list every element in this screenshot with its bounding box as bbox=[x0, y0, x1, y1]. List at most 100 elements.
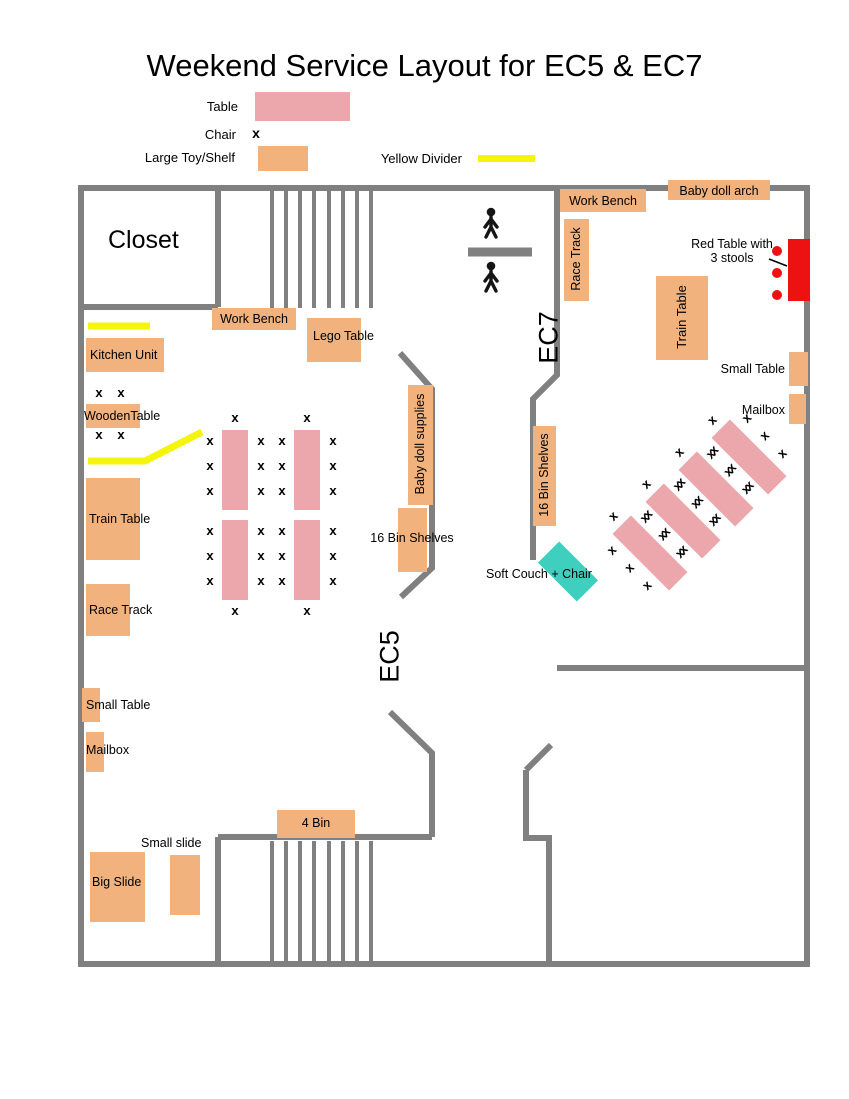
small-slide bbox=[170, 855, 200, 915]
chair-marker: x bbox=[278, 573, 286, 588]
chair-marker: x bbox=[206, 483, 214, 498]
train-table-ec7 bbox=[656, 276, 708, 360]
small-table-ec7-label: Small Table bbox=[720, 362, 785, 376]
kitchen-unit-label: Kitchen Unit bbox=[90, 348, 158, 362]
yellow-dividers bbox=[88, 322, 204, 465]
race-track-ec7-label: Race Track bbox=[569, 227, 583, 291]
chair-marker: x bbox=[278, 483, 286, 498]
baby-doll-arch bbox=[668, 180, 770, 200]
small-slide-label: Small slide bbox=[141, 836, 202, 850]
room-label-ec5: EC5 bbox=[374, 630, 405, 683]
room-label-ec7: EC7 bbox=[533, 311, 564, 364]
chair-marker: x bbox=[278, 548, 286, 563]
lego-table bbox=[307, 318, 361, 362]
baby-doll-supplies bbox=[408, 385, 433, 505]
chair-marker: x bbox=[329, 573, 337, 588]
mailbox-ec7-label: Mailbox bbox=[741, 403, 785, 417]
work-bench-ec7 bbox=[560, 189, 646, 212]
kitchen-unit bbox=[86, 338, 164, 372]
mailbox-ec5 bbox=[86, 732, 104, 772]
mailbox-ec7 bbox=[789, 394, 806, 424]
race-track-ec7 bbox=[564, 219, 589, 301]
pink-table-ec5-3: x x x x x x x bbox=[206, 520, 265, 618]
chair-marker: x bbox=[257, 548, 265, 563]
race-track-ec5-label: Race Track bbox=[89, 603, 153, 617]
red-table bbox=[788, 239, 810, 301]
restroom-person-icon bbox=[483, 207, 499, 239]
stairs-top bbox=[270, 188, 373, 308]
bin-shelves-16-ec7-label: 16 Bin Shelves bbox=[537, 433, 551, 517]
chair-marker: x bbox=[117, 385, 125, 400]
wall-outer bbox=[78, 185, 810, 967]
work-bench-ec5 bbox=[212, 308, 296, 330]
soft-couch-label: Soft Couch + Chair bbox=[486, 567, 592, 581]
train-table-ec5-label: Train Table bbox=[89, 512, 151, 526]
pink-table-ec5-4: x x x x x x x bbox=[278, 520, 337, 618]
chair-marker: x bbox=[257, 433, 265, 448]
legend-yellow-divider-label: Yellow Divider bbox=[380, 151, 462, 166]
chair-marker: x bbox=[329, 433, 337, 448]
stairs-bottom bbox=[270, 841, 373, 961]
wooden-table bbox=[86, 404, 140, 428]
chair-marker: x bbox=[231, 410, 239, 425]
big-slide-label: Big Slide bbox=[92, 875, 142, 889]
legend-large-toy-swatch bbox=[258, 146, 308, 171]
chair-marker: x bbox=[329, 458, 337, 473]
chair-marker: x bbox=[303, 603, 311, 618]
chair-marker: x bbox=[95, 385, 103, 400]
chair-marker: x bbox=[303, 410, 311, 425]
legend-yellow-divider-swatch bbox=[478, 155, 535, 162]
chair-marker: x bbox=[117, 427, 125, 442]
chair-marker: x bbox=[329, 548, 337, 563]
chair-marker: x bbox=[257, 573, 265, 588]
wall-bottom-chamfer bbox=[523, 742, 554, 773]
red-table-stools bbox=[772, 246, 782, 300]
chair-marker: x bbox=[206, 458, 214, 473]
legend-table-swatch bbox=[255, 92, 350, 121]
work-bench-ec5-label: Work Bench bbox=[220, 312, 288, 326]
big-slide bbox=[90, 852, 145, 922]
work-bench-ec7-label: Work Bench bbox=[569, 194, 637, 208]
chair-marker: x bbox=[257, 458, 265, 473]
legend-chair-label: Chair bbox=[204, 127, 236, 142]
chair-marker: x bbox=[278, 433, 286, 448]
restroom-person-icon bbox=[483, 261, 499, 293]
chair-marker: x bbox=[278, 523, 286, 538]
wall-ec5-bottom-diagonal bbox=[387, 709, 435, 837]
pink-table-ec5-2: x x x x x x x bbox=[278, 411, 337, 510]
small-table-ec5 bbox=[82, 688, 100, 722]
chair-marker: x bbox=[278, 458, 286, 473]
walls bbox=[78, 185, 810, 967]
wooden-table-label: WoodenTable bbox=[84, 409, 161, 423]
chair-marker: x bbox=[95, 427, 103, 442]
small-table-ec7 bbox=[789, 352, 808, 386]
mailbox-ec5-label: Mailbox bbox=[86, 743, 130, 757]
baby-doll-arch-label: Baby doll arch bbox=[679, 184, 759, 198]
chair-marker: x bbox=[206, 573, 214, 588]
bin-4 bbox=[277, 810, 355, 838]
chair-marker: x bbox=[206, 433, 214, 448]
legend-table-label: Table bbox=[206, 99, 238, 114]
wall-bottom-right bbox=[523, 770, 552, 964]
race-track-ec5 bbox=[86, 584, 130, 636]
small-table-ec5-label: Small Table bbox=[86, 698, 151, 712]
red-table-pointer-line bbox=[768, 258, 788, 267]
yellow-divider-wooden-table bbox=[88, 428, 204, 465]
chair-marker: x bbox=[329, 523, 337, 538]
bin-4-label: 4 Bin bbox=[301, 816, 331, 830]
chair-marker: x bbox=[231, 603, 239, 618]
legend-chair-symbol: x bbox=[252, 125, 260, 141]
pink-table-ec5-1: x x x x x x x bbox=[206, 411, 265, 510]
train-table-ec5 bbox=[86, 478, 140, 560]
train-table-ec7-label: Train Table bbox=[674, 285, 689, 349]
legend-large-toy-label: Large Toy/Shelf bbox=[144, 150, 235, 165]
chair-marker: x bbox=[206, 548, 214, 563]
lego-table-label: Lego Table bbox=[313, 329, 374, 343]
chair-marker: x bbox=[257, 483, 265, 498]
chair-marker: x bbox=[329, 483, 337, 498]
page-title: Weekend Service Layout for EC5 & EC7 bbox=[146, 48, 703, 83]
chair-marker: x bbox=[257, 523, 265, 538]
red-table-label: Red Table with 3 stools bbox=[691, 237, 773, 265]
